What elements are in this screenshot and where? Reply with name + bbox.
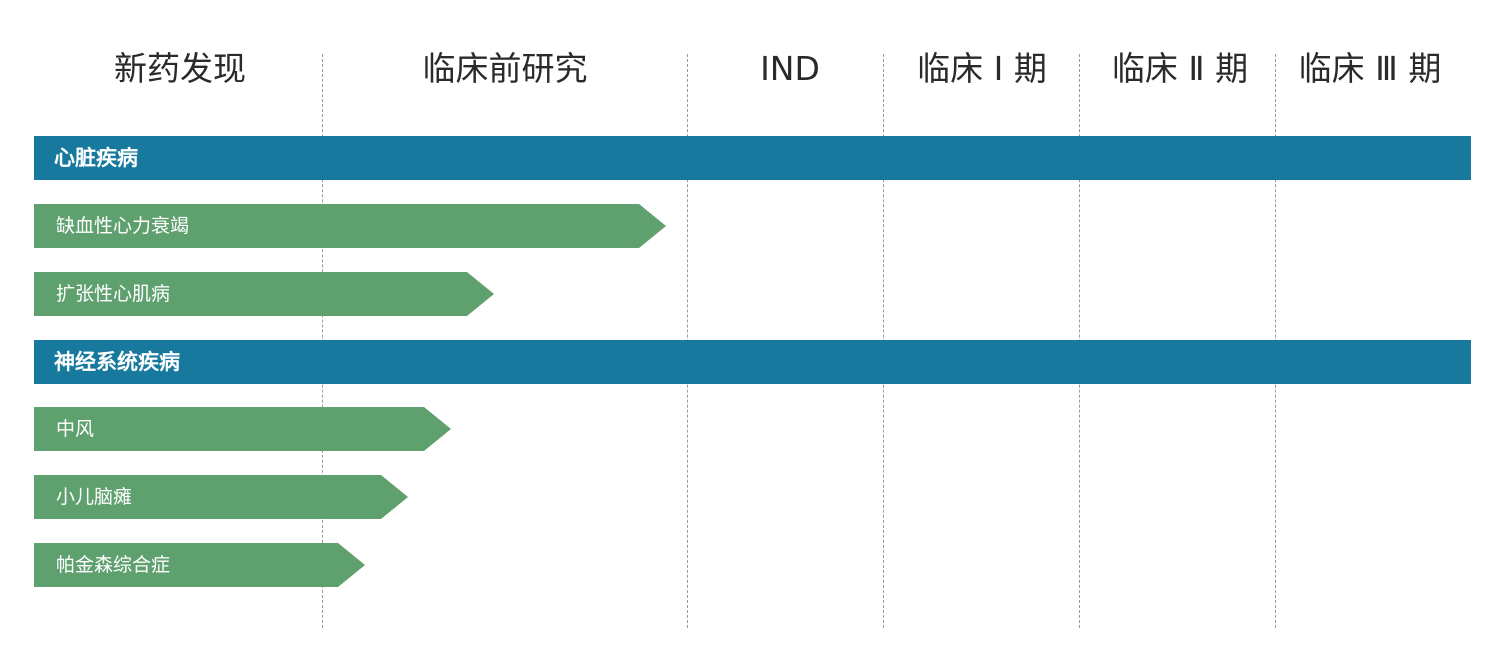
- category-label: 神经系统疾病: [54, 350, 180, 374]
- program-arrow-ischemic-heart-failure: 缺血性心力衰竭: [34, 204, 666, 248]
- stage-header-phase-3: 临床 Ⅲ 期: [1298, 49, 1442, 88]
- program-arrow-stroke: 中风: [34, 407, 451, 451]
- stage-header-ind: IND: [760, 49, 820, 88]
- program-arrow-parkinsonism: 帕金森综合症: [34, 543, 365, 587]
- category-band-heart-disease: 心脏疾病: [34, 136, 1471, 180]
- stage-header-phase-2: 临床 Ⅱ 期: [1111, 49, 1249, 88]
- category-band-nervous-system-disease: 神经系统疾病: [34, 340, 1471, 384]
- program-label: 帕金森综合症: [56, 554, 171, 576]
- stage-header-preclinical: 临床前研究: [422, 49, 588, 88]
- program-arrow-dilated-cardiomyopathy: 扩张性心肌病: [34, 272, 494, 316]
- program-label: 中风: [56, 418, 95, 440]
- stage-header-phase-1: 临床 Ⅰ 期: [917, 49, 1047, 88]
- program-label: 缺血性心力衰竭: [56, 215, 190, 237]
- stage-header-discovery: 新药发现: [114, 49, 246, 88]
- program-arrow-cerebral-palsy: 小儿脑瘫: [34, 475, 408, 519]
- category-label: 心脏疾病: [54, 146, 138, 170]
- program-label: 小儿脑瘫: [56, 486, 133, 508]
- program-label: 扩张性心肌病: [56, 283, 171, 305]
